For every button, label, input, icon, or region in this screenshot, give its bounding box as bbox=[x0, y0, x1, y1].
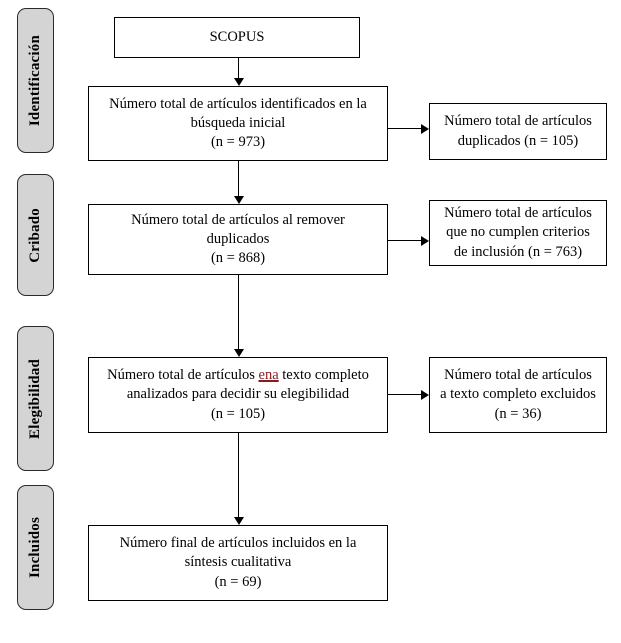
texto-completo-part-3: texto completo bbox=[278, 367, 369, 384]
arrow-right-icon-duplicados bbox=[421, 124, 429, 134]
main-box-identificados-line-3: (n = 973) bbox=[210, 134, 266, 151]
main-box-texto-completo-line-2: analizados para decidir su elegibilidad bbox=[126, 386, 350, 403]
source-box-text: SCOPUS bbox=[121, 28, 353, 47]
main-box-sin-duplicados-line-2: duplicados bbox=[206, 230, 270, 247]
main-box-sin-duplicados-line-3: (n = 868) bbox=[210, 250, 266, 267]
side-box-duplicados-text: Número total de artículos duplicados (n … bbox=[436, 112, 600, 150]
stage-pill-elegibilidad: Elegibilidad bbox=[17, 326, 54, 471]
side-box-excluidos: Número total de artículos a texto comple… bbox=[429, 357, 607, 433]
main-box-incluidos-final-text: Número final de artículos incluidos en l… bbox=[95, 534, 381, 591]
side-box-no-cumplen-criterios-line-1: Número total de artículos bbox=[444, 205, 592, 222]
side-box-no-cumplen-criterios-text: Número total de artículos que no cumplen… bbox=[436, 204, 600, 261]
stage-label-elegibilidad: Elegibilidad bbox=[27, 358, 43, 439]
main-box-incluidos-final-line-2: síntesis cualitativa bbox=[184, 554, 292, 571]
stage-pill-cribado: Cribado bbox=[17, 174, 54, 296]
arrow-right-icon-excluidos bbox=[421, 390, 429, 400]
main-box-sin-duplicados-text: Número total de artículos al remover dup… bbox=[95, 211, 381, 268]
arrow-down-icon-sinduplicados bbox=[234, 196, 244, 204]
stage-label-cribado: Cribado bbox=[27, 207, 43, 263]
connector-textocompleto-to-incluidos bbox=[238, 433, 239, 517]
spell-error-word: ena bbox=[258, 367, 279, 384]
main-box-sin-duplicados-line-1: Número total de artículos al remover bbox=[131, 211, 345, 228]
stage-label-incluidos: Incluidos bbox=[27, 517, 43, 578]
arrow-down-icon-textocompleto bbox=[234, 349, 244, 357]
main-box-sin-duplicados: Número total de artículos al remover dup… bbox=[88, 204, 388, 275]
side-box-no-cumplen-criterios-line-2: que no cumplen criterios bbox=[446, 224, 590, 241]
side-box-excluidos-line-2: a texto completo excluidos bbox=[440, 386, 596, 403]
texto-completo-part-1: Número total de artículos bbox=[107, 367, 259, 384]
main-box-incluidos-final-line-3: (n = 69) bbox=[214, 573, 262, 590]
side-box-no-cumplen-criterios-line-3: de inclusión (n = 763) bbox=[453, 243, 583, 260]
main-box-identificados: Número total de artículos identificados … bbox=[88, 86, 388, 161]
side-box-excluidos-text: Número total de artículos a texto comple… bbox=[436, 366, 600, 423]
connector-sinduplicados-to-nocumplen bbox=[388, 240, 423, 241]
side-box-duplicados: Número total de artículos duplicados (n … bbox=[429, 103, 607, 160]
source-box-scopus: SCOPUS bbox=[114, 17, 360, 58]
side-box-no-cumplen-criterios: Número total de artículos que no cumplen… bbox=[429, 200, 607, 266]
connector-identificados-to-duplicados bbox=[388, 128, 423, 129]
main-box-texto-completo: Número total de artículos ena texto comp… bbox=[88, 357, 388, 433]
side-box-excluidos-line-3: (n = 36) bbox=[494, 405, 542, 422]
source-box-line-1: SCOPUS bbox=[209, 28, 265, 45]
side-box-duplicados-line-1: Número total de artículos bbox=[444, 113, 592, 130]
connector-sinduplicados-to-textocompleto bbox=[238, 275, 239, 349]
main-box-incluidos-final-line-1: Número final de artículos incluidos en l… bbox=[119, 535, 357, 552]
stage-label-identificacion: Identificación bbox=[27, 34, 43, 127]
main-box-texto-completo-line-3: (n = 105) bbox=[210, 405, 266, 422]
connector-scopus-to-identificados bbox=[238, 58, 239, 78]
main-box-identificados-line-1: Número total de artículos identificados … bbox=[109, 95, 367, 112]
arrow-right-icon-nocumplen bbox=[421, 236, 429, 246]
connector-identificados-to-sinduplicados bbox=[238, 161, 239, 196]
stage-pill-incluidos: Incluidos bbox=[17, 485, 54, 610]
stage-pill-identificacion: Identificación bbox=[17, 8, 54, 153]
main-box-identificados-line-2: búsqueda inicial bbox=[190, 114, 286, 131]
main-box-identificados-text: Número total de artículos identificados … bbox=[95, 95, 381, 152]
main-box-texto-completo-text: Número total de artículos ena texto comp… bbox=[95, 366, 381, 423]
side-box-excluidos-line-1: Número total de artículos bbox=[444, 367, 592, 384]
side-box-duplicados-line-2: duplicados (n = 105) bbox=[457, 132, 579, 149]
arrow-down-icon-incluidos bbox=[234, 517, 244, 525]
main-box-incluidos-final: Número final de artículos incluidos en l… bbox=[88, 525, 388, 601]
arrow-down-icon-scopus bbox=[234, 78, 244, 86]
connector-textocompleto-to-excluidos bbox=[388, 394, 423, 395]
main-box-texto-completo-line-1: Número total de artículos ena texto comp… bbox=[95, 366, 381, 385]
